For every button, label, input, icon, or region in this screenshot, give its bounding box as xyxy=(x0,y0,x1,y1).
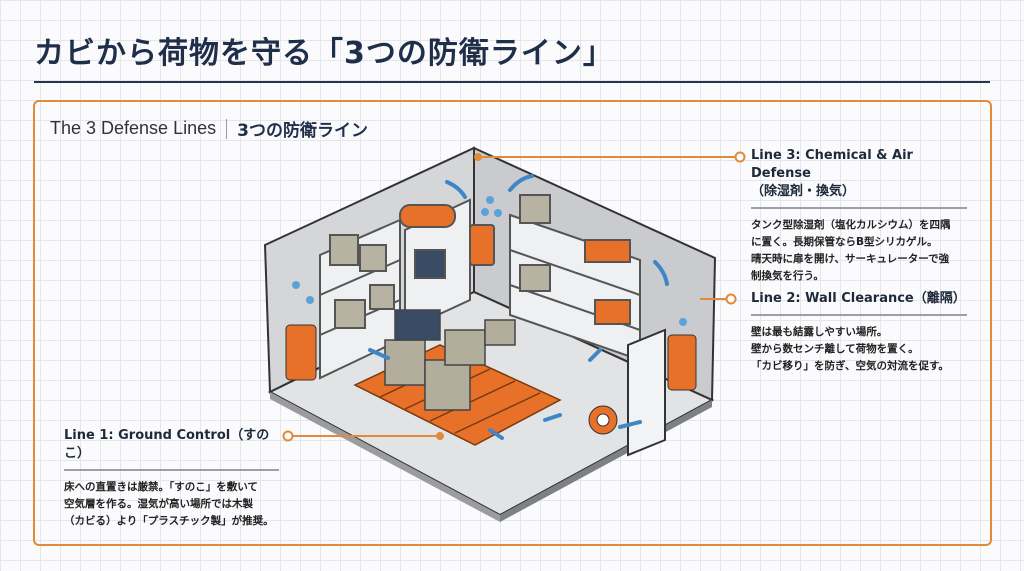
line-3-heading: Line 3: Chemical & Air Defense xyxy=(751,148,913,181)
panel-subtitle: The 3 Defense Lines 3つの防衛ライン xyxy=(50,116,368,141)
moisture-drops xyxy=(292,196,687,326)
page-title: カビから荷物を守る「3つの防衛ライン」 xyxy=(34,36,614,71)
callout-line-1: Line 1: Ground Control（すのこ） 床への直置きは厳禁。「す… xyxy=(64,427,279,530)
floor-edge xyxy=(270,392,500,522)
dehumidifier-left xyxy=(285,324,317,381)
leader-dot xyxy=(474,153,482,161)
line-3-heading-jp: （除湿剤・換気） xyxy=(751,184,856,199)
line-2-body-2: 壁から数センチ離して荷物を置く。 xyxy=(751,343,919,355)
title-divider xyxy=(34,81,990,83)
line-2-body-3: 「カビ移り」を防ぎ、空気の対流を促す。 xyxy=(751,360,949,372)
divider xyxy=(64,469,279,471)
shelf-right xyxy=(509,194,641,362)
line-1-body-2: 空気層を作る。湿気が高い場所では木製 xyxy=(64,498,253,510)
line-1-body-3: （カビる）より「プラスチック製」が推奨。 xyxy=(64,515,274,527)
line-1-heading: Line 1: Ground Control（すのこ） xyxy=(64,428,270,461)
airflow-arrows xyxy=(368,174,669,440)
shelf-left xyxy=(319,218,401,380)
dehumidifier-right xyxy=(667,334,697,391)
callout-line-3: Line 3: Chemical & Air Defense （除湿剤・換気） … xyxy=(751,147,967,285)
divider xyxy=(751,207,967,209)
callout-leaders xyxy=(282,151,746,442)
callout-line-2: Line 2: Wall Clearance（離隔） 壁は最も結露しやすい場所。… xyxy=(751,290,967,375)
subtitle-en: The 3 Defense Lines xyxy=(50,118,217,138)
line-1-body-1: 床への直置きは厳禁。「すのこ」を敷いて xyxy=(64,481,258,493)
line-3-body-1: タンク型除湿剤（塩化カルシウム）を四隅 xyxy=(751,219,951,231)
divider xyxy=(751,314,967,316)
subtitle-separator xyxy=(226,118,228,139)
subtitle-jp: 3つの防衛ライン xyxy=(237,121,368,141)
line-3-body-2: に置く。長期保管ならB型シリカゲル。 xyxy=(751,236,938,248)
open-door xyxy=(627,328,666,457)
line-2-heading: Line 2: Wall Clearance（離隔） xyxy=(751,291,966,306)
boxes xyxy=(384,309,516,411)
shelf-back xyxy=(399,198,495,332)
line-3-body-4: 制換気を行う。 xyxy=(751,270,824,282)
content-panel xyxy=(33,100,992,546)
line-3-body-3: 晴天時に扉を開け、サーキュレーターで強 xyxy=(751,253,950,265)
line-2-body-1: 壁は最も結露しやすい場所。 xyxy=(751,326,888,338)
